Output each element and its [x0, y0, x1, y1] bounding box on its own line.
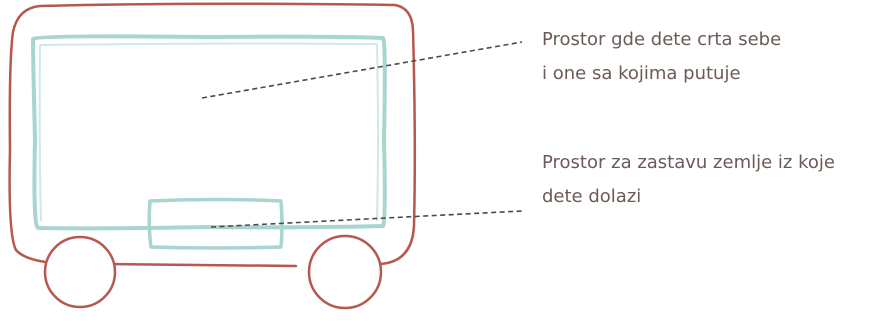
right-wheel [307, 234, 383, 310]
leader-line-flag-area [210, 210, 523, 228]
left-wheel [43, 235, 117, 309]
leader-line-drawing-area [201, 41, 523, 99]
bus-body-outline [8, 2, 417, 268]
drawing-area-label-line2: i one sa kojima putuje [542, 63, 741, 84]
flag-area-label: Prostor za zastavu zemlje iz koje dete d… [542, 146, 835, 214]
flag-area [147, 197, 284, 250]
drawing-window [31, 34, 387, 231]
flag-area-label-line2: dete dolazi [542, 186, 642, 207]
flag-area-label-line1: Prostor za zastavu zemlje iz koje [542, 152, 835, 173]
drawing-area-label-line1: Prostor gde dete crta sebe [542, 29, 782, 50]
drawing-window-inner [38, 42, 379, 222]
drawing-area-label: Prostor gde dete crta sebe i one sa koji… [542, 23, 781, 91]
